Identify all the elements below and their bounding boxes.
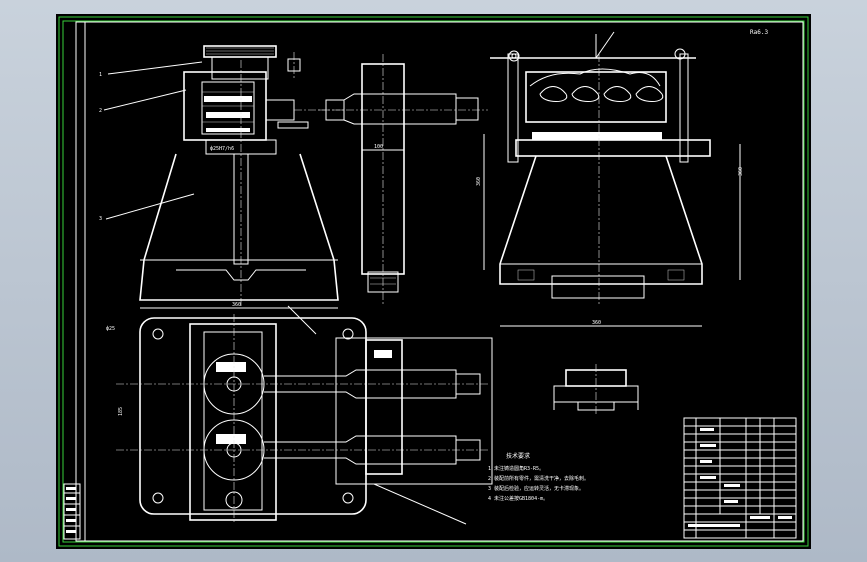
roughness-label: Ra6.3 — [750, 29, 768, 36]
svg-text:360: 360 — [738, 167, 744, 176]
svg-text:2: 2 — [99, 108, 102, 114]
cad-drawing-sheet: ф25H7/h6 1 2 3 360 360 100 — [56, 14, 811, 549]
svg-text:360: 360 — [592, 320, 601, 326]
svg-text:360: 360 — [476, 177, 482, 186]
diameter-label: ф25 — [106, 326, 115, 332]
front-view: ф25H7/h6 1 2 3 360 — [99, 45, 346, 309]
svg-text:1: 1 — [99, 72, 102, 78]
left-margin-table — [63, 483, 81, 540]
note-3: 3 装配后检验，应运转灵活，无卡滞现象。 — [488, 485, 584, 492]
title-block — [683, 417, 797, 539]
side-view: 360 100 — [318, 54, 488, 304]
fit-label: ф25H7/h6 — [210, 146, 234, 152]
technical-notes: 技术要求 1 未注铸造圆角R3-R5。 2 装配前所有零件，需清洗干净，去除毛刺… — [488, 452, 589, 502]
outer-border — [58, 16, 809, 547]
right-view: 360 360 Ra6.3 — [490, 29, 768, 327]
note-4: 4 未注公差按GB1804-m。 — [488, 495, 548, 502]
center-distance-label: 185 — [118, 407, 124, 416]
inner-border-green — [62, 20, 805, 543]
plan-view: ф25 185 — [106, 305, 493, 525]
svg-text:360: 360 — [232, 302, 241, 308]
notes-heading: 技术要求 — [506, 452, 530, 460]
note-1: 1 未注铸造圆角R3-R5。 — [488, 465, 544, 472]
svg-text:100: 100 — [374, 144, 383, 150]
svg-text:3: 3 — [99, 216, 102, 222]
detail-view — [553, 364, 639, 416]
cad-drawing: ф25H7/h6 1 2 3 360 360 100 — [58, 16, 809, 547]
drawing-frame — [75, 21, 804, 542]
note-2: 2 装配前所有零件，需清洗干净，去除毛刺。 — [488, 475, 589, 482]
